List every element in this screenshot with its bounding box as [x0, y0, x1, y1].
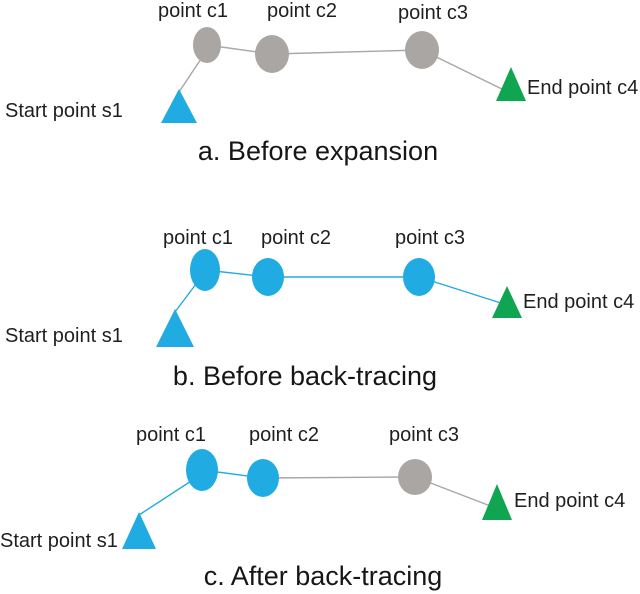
panel-a-point-c2-label: point c2 — [266, 0, 338, 22]
panel-a-start-point-label: Start point s1 — [5, 100, 123, 122]
panel-b-caption: b. Before back-tracing — [172, 361, 438, 391]
panel-a-end-point-triangle — [496, 67, 526, 101]
panel-c-caption: c. After back-tracing — [203, 561, 443, 591]
panel-b-point-c3-label: point c3 — [394, 227, 466, 249]
panel-b-end-point-triangle — [492, 286, 522, 318]
panel-a-end-point-label: End point c4 — [527, 77, 639, 99]
panel-b-start-point-triangle — [156, 309, 194, 347]
panel-a-node-point-c1 — [193, 27, 221, 63]
panel-c-point-c2-label: point c2 — [248, 424, 320, 446]
panel-c-node-point-c3 — [398, 459, 432, 495]
panel-b-point-c2-label: point c2 — [260, 227, 332, 249]
panel-b-node-point-c2 — [252, 258, 284, 296]
panel-a-start-point-triangle — [161, 89, 197, 123]
panel-a-node-point-c3 — [405, 31, 439, 69]
panel-a-node-point-c2 — [255, 35, 289, 73]
panel-b-node-point-c1 — [190, 249, 220, 291]
panel-c-end-point-label: End point c4 — [514, 490, 626, 512]
panel-c-edge-c2-c3 — [262, 476, 416, 479]
panel-c-node-point-c1 — [186, 449, 218, 491]
panel-c-start-point-triangle — [122, 512, 156, 549]
panel-a-point-c3-label: point c3 — [397, 2, 469, 24]
panel-c-end-point-triangle — [482, 484, 512, 520]
panel-c-start-point-label: Start point s1 — [0, 530, 118, 552]
panel-c-node-point-c2 — [247, 459, 279, 497]
panel-a-caption: a. Before expansion — [197, 136, 439, 166]
panel-c-point-c1-label: point c1 — [135, 424, 207, 446]
panel-c-point-c3-label: point c3 — [388, 424, 460, 446]
panel-b-end-point-label: End point c4 — [523, 291, 635, 313]
panel-b-start-point-label: Start point s1 — [5, 325, 123, 347]
panel-b-node-point-c3 — [403, 258, 435, 296]
panel-b-point-c1-label: point c1 — [162, 227, 234, 249]
panel-a-point-c1-label: point c1 — [157, 0, 229, 22]
panel-a-edge-c2-c3 — [271, 49, 423, 55]
